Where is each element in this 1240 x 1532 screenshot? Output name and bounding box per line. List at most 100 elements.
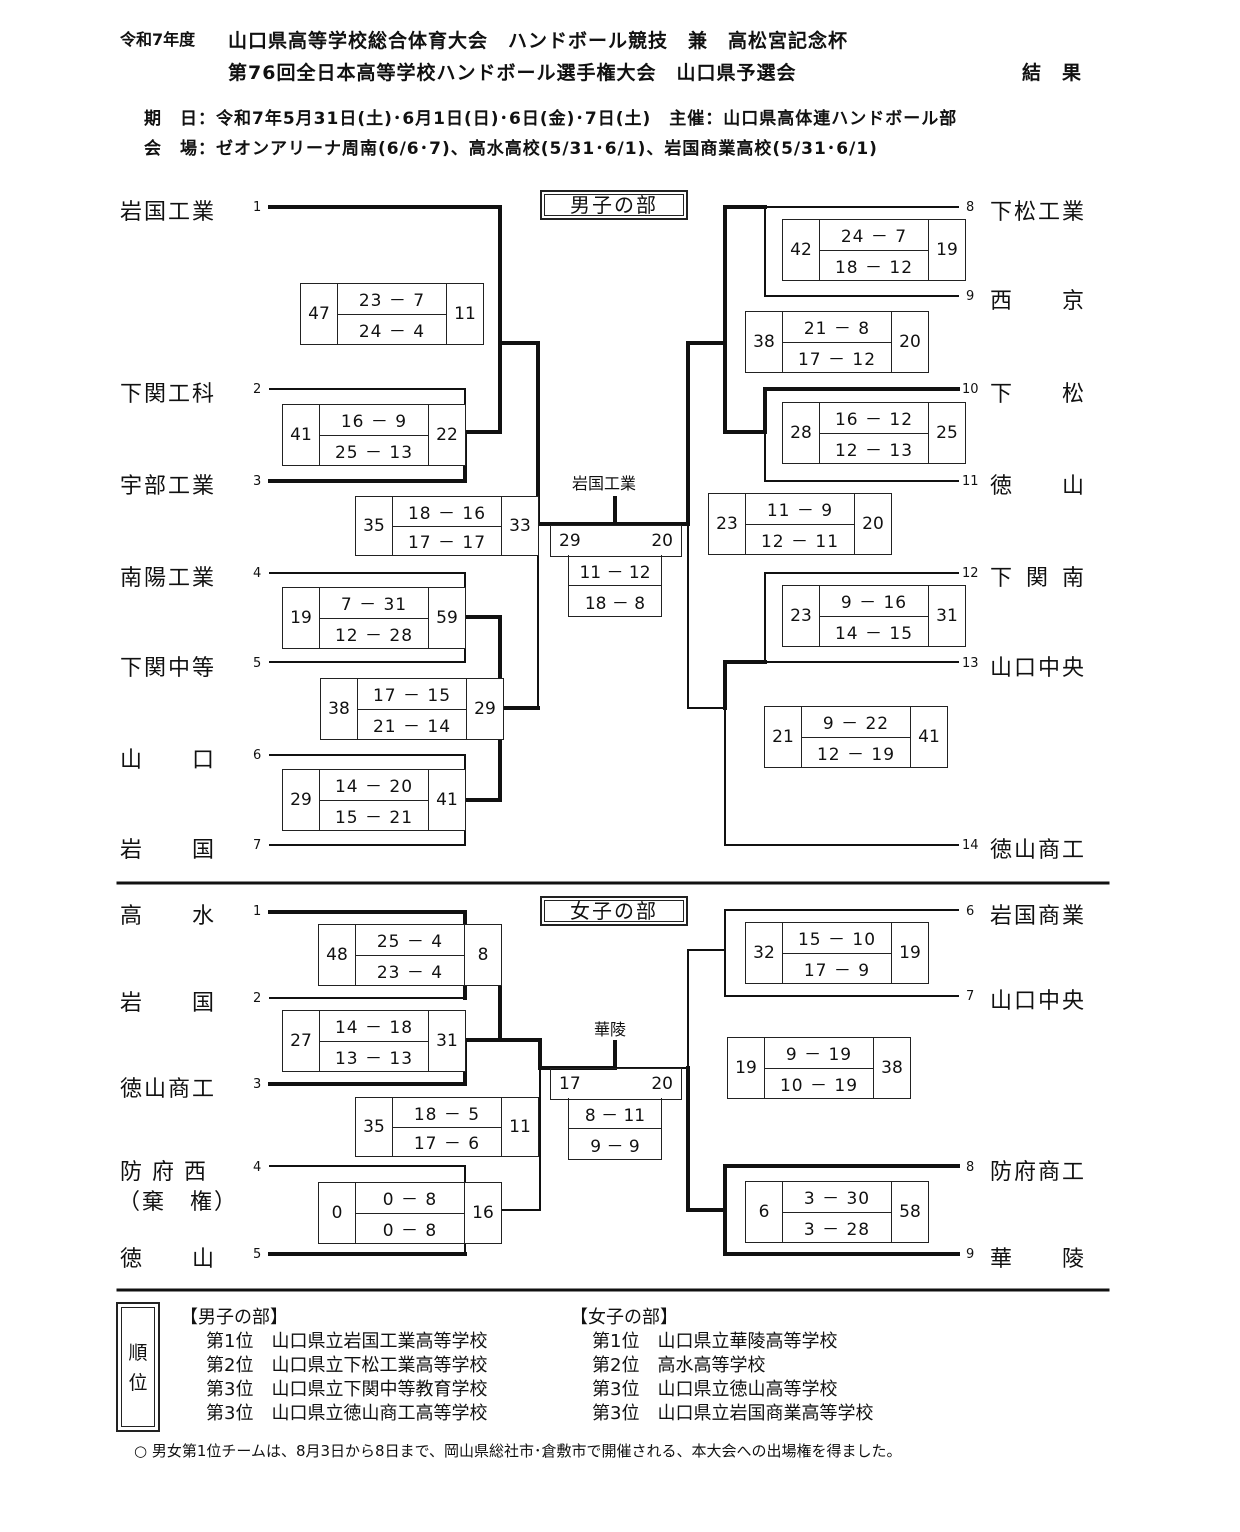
- girls-team-name: 高 水: [120, 904, 217, 929]
- girls-team-seed: 1: [253, 904, 262, 919]
- score-first-half: 24 － 7: [840, 227, 908, 248]
- score-total-right: 16: [472, 1203, 494, 1223]
- girls-team-seed: 7: [966, 989, 975, 1004]
- girls-team-name: 防府西: [120, 1160, 217, 1185]
- boys-team-name: 徳山商工: [990, 838, 1087, 863]
- boys-team-seed: 11: [962, 474, 979, 489]
- ranking-girls-title: 【女子の部】: [570, 1307, 678, 1328]
- final-total-left: 29: [559, 531, 581, 551]
- ranking-boys-entry: 第3位 山口県立徳山商工高等学校: [206, 1403, 488, 1424]
- score-total-left: 38: [753, 332, 775, 352]
- score-total-right: 25: [936, 423, 958, 443]
- score-second-half: 21 － 14: [358, 708, 466, 740]
- score-total-right: 41: [918, 727, 940, 747]
- score-total-left: 27: [290, 1031, 312, 1051]
- girls-team-seed: 5: [253, 1247, 262, 1262]
- score-second-half: 25 － 13: [320, 434, 428, 466]
- score-second-half: 24 － 4: [338, 313, 446, 345]
- boys-team-seed: 7: [253, 838, 262, 853]
- score-second-half: 13 － 13: [320, 1040, 428, 1072]
- final-total-left: 17: [559, 1074, 581, 1094]
- boys-team-name: 山 口: [120, 748, 217, 773]
- girls-section-label: 女子の部: [540, 896, 688, 926]
- girls-team-seed: 3: [253, 1077, 262, 1092]
- ranking-girls-entry: 第1位 山口県立華陵高等学校: [592, 1331, 838, 1352]
- score-second-half: 18 － 12: [820, 249, 928, 281]
- girls-team-seed: 8: [966, 1160, 975, 1175]
- ranking-girls-entry: 第3位 山口県立岩国商業高等学校: [592, 1403, 874, 1424]
- boys-team-name: 下関工科: [120, 382, 217, 407]
- girls-team-name: 防府商工: [990, 1160, 1087, 1185]
- score-second-half: 12 － 13: [820, 432, 928, 464]
- boys-team-seed: 5: [253, 656, 262, 671]
- score-second-half: 17 － 17: [393, 525, 501, 556]
- score-second-half: 10 － 19: [765, 1067, 873, 1099]
- score-first-half: 18 － 5: [413, 1104, 481, 1125]
- score-total-left: 35: [363, 1117, 385, 1137]
- score-total-right: 19: [936, 240, 958, 260]
- final-second-half: 18 － 8: [569, 585, 661, 616]
- boys-team-seed: 14: [962, 838, 979, 853]
- boys-final-box: 29 20: [550, 525, 682, 557]
- score-total-left: 47: [308, 304, 330, 324]
- ranking-boys-entry: 第3位 山口県立下関中等教育学校: [206, 1379, 488, 1400]
- score-second-half: 12 － 19: [802, 736, 910, 768]
- score-total-right: 8: [477, 945, 489, 965]
- final-total-right: 20: [651, 1074, 673, 1094]
- score-total-left: 41: [290, 425, 312, 445]
- boys-team-name: 山口中央: [990, 656, 1087, 681]
- footer-note: ○ 男女第1位チームは、8月3日から8日まで、岡山県総社市･倉敷市で開催される、…: [134, 1442, 902, 1460]
- score-total-right: 41: [436, 790, 458, 810]
- score-first-half: 16 － 12: [834, 410, 914, 431]
- boys-team-name: 下 松: [990, 382, 1087, 407]
- score-second-half: 14 － 15: [820, 615, 928, 647]
- girls-winner: 華陵: [594, 1020, 627, 1039]
- score-total-right: 31: [936, 606, 958, 626]
- girls-team-seed: 4: [253, 1160, 262, 1175]
- score-total-left: 19: [735, 1058, 757, 1078]
- girls-team-name: 華 陵: [990, 1247, 1087, 1272]
- girls-team-name: 山口中央: [990, 989, 1087, 1014]
- score-first-half: 9 － 19: [785, 1045, 853, 1066]
- score-first-half: 7 － 31: [340, 595, 408, 616]
- boys-team-seed: 8: [966, 200, 975, 215]
- boys-team-seed: 10: [962, 382, 979, 397]
- score-total-left: 48: [326, 945, 348, 965]
- score-total-right: 11: [454, 304, 476, 324]
- girls-team-seed: 6: [966, 904, 975, 919]
- boys-team-seed: 6: [253, 748, 262, 763]
- girls-team-name: 岩 国: [120, 991, 217, 1016]
- score-total-right: 33: [509, 516, 531, 536]
- final-second-half: 9 － 9: [569, 1128, 661, 1159]
- score-total-right: 38: [881, 1058, 903, 1078]
- boys-section-label: 男子の部: [540, 190, 688, 220]
- score-second-half: 0 － 8: [356, 1212, 464, 1244]
- score-first-half: 25 － 4: [376, 932, 444, 953]
- score-second-half: 3 － 28: [783, 1211, 891, 1243]
- ranking-girls-entry: 第2位 高水高等学校: [592, 1355, 766, 1376]
- score-total-left: 23: [716, 514, 738, 534]
- score-first-half: 14 － 18: [334, 1018, 414, 1039]
- boys-team-seed: 1: [253, 200, 262, 215]
- score-total-left: 32: [753, 943, 775, 963]
- header-title-line1: 山口県高等学校総合体育大会 ハンドボール競技 兼 高松宮記念杯: [228, 30, 849, 52]
- girls-team-name: 岩国商業: [990, 904, 1087, 929]
- score-second-half: 15 － 21: [320, 799, 428, 831]
- ranking-boys-entry: 第1位 山口県立岩国工業高等学校: [206, 1331, 488, 1352]
- score-total-left: 35: [363, 516, 385, 536]
- boys-team-seed: 3: [253, 474, 262, 489]
- boys-team-name: 南陽工業: [120, 566, 217, 591]
